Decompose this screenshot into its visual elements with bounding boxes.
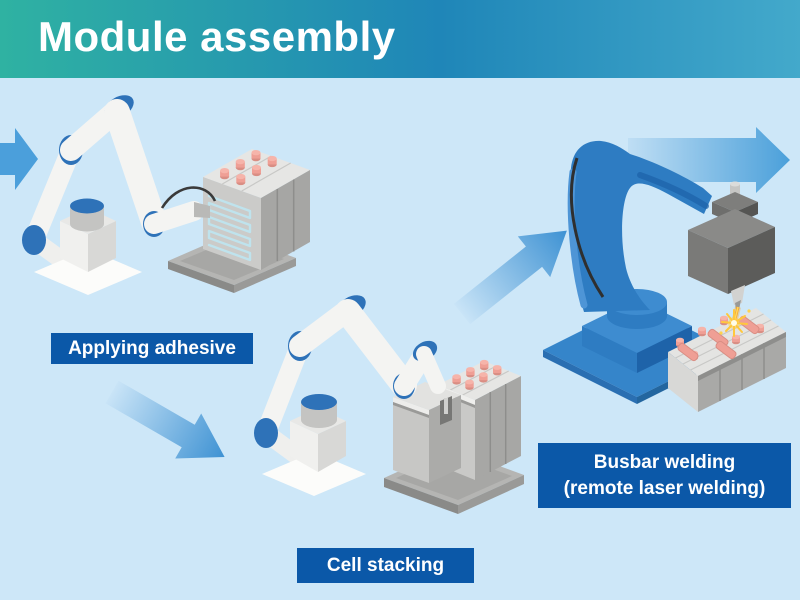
flow-arrow-in <box>0 128 38 190</box>
turret-top <box>70 198 104 214</box>
page-title: Module assembly <box>38 13 396 60</box>
laser-weld-head <box>688 181 775 310</box>
robot-arm-body <box>569 140 712 312</box>
step-label-cell-stacking: Cell stacking <box>297 548 474 583</box>
station-cell-stacking <box>254 295 524 514</box>
weld-spark <box>719 309 751 337</box>
battery-module-with-busbars <box>668 308 786 412</box>
flow-arrow-to-cell-stacking <box>105 380 225 459</box>
industrial-robot-laser-welder <box>567 140 775 373</box>
turret-top <box>301 394 337 410</box>
battery-module-with-adhesive <box>203 149 310 270</box>
cell-being-placed <box>393 382 461 483</box>
cobot-arm-cell-stacking <box>254 295 446 496</box>
step-label-applying-adhesive: Applying adhesive <box>51 333 253 364</box>
station-applying-adhesive <box>22 95 310 295</box>
step-label-busbar-welding: Busbar welding (remote laser welding) <box>538 443 791 508</box>
laser-nozzle <box>731 285 745 305</box>
station-busbar-welding <box>543 140 786 412</box>
adhesive-bead-pattern <box>207 194 252 262</box>
robot-platform <box>262 452 366 496</box>
flow-arrow-to-busbar-welding <box>453 230 567 325</box>
shoulder-joint <box>22 225 46 255</box>
tool-cable <box>160 186 217 209</box>
robot-cable <box>570 157 605 298</box>
shoulder-joint <box>254 418 278 448</box>
battery-terminals <box>220 150 277 186</box>
cobot-arm-applying-adhesive <box>22 95 217 295</box>
header-banner: Module assembly <box>0 0 800 78</box>
battery-terminals <box>452 359 502 390</box>
busbars <box>677 315 760 362</box>
adhesive-nozzle <box>194 202 210 218</box>
